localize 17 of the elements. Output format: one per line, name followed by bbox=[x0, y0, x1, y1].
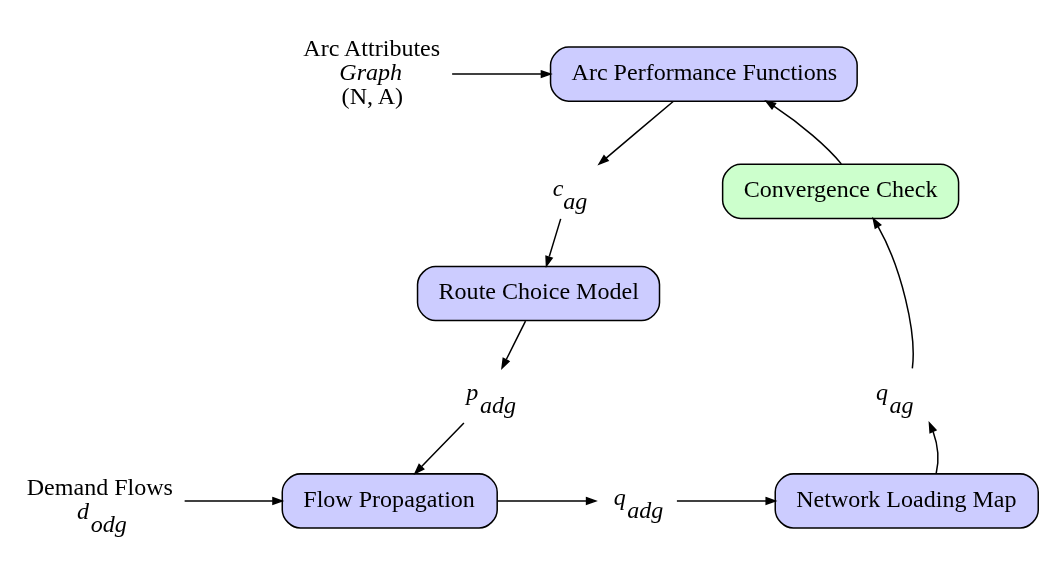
arrow bbox=[545, 218, 562, 268]
arrow bbox=[872, 216, 914, 370]
arrow bbox=[676, 496, 778, 506]
node-box: Convergence Check bbox=[721, 163, 960, 220]
node-text: Arc Attributes Graph (N, A) bbox=[303, 34, 441, 109]
arrow bbox=[183, 496, 285, 506]
node-box: Network Loading Map bbox=[774, 473, 1039, 529]
node-box: Route Choice Model bbox=[416, 265, 661, 322]
arrow bbox=[597, 100, 674, 166]
arrow bbox=[413, 422, 465, 475]
arrow bbox=[501, 320, 527, 370]
arrow bbox=[496, 496, 598, 506]
arrow bbox=[928, 420, 939, 475]
node-box: Arc Performance Functions bbox=[549, 46, 858, 102]
arrow bbox=[764, 100, 843, 165]
arrow bbox=[451, 69, 553, 79]
node-box: Flow Propagation bbox=[281, 473, 498, 529]
